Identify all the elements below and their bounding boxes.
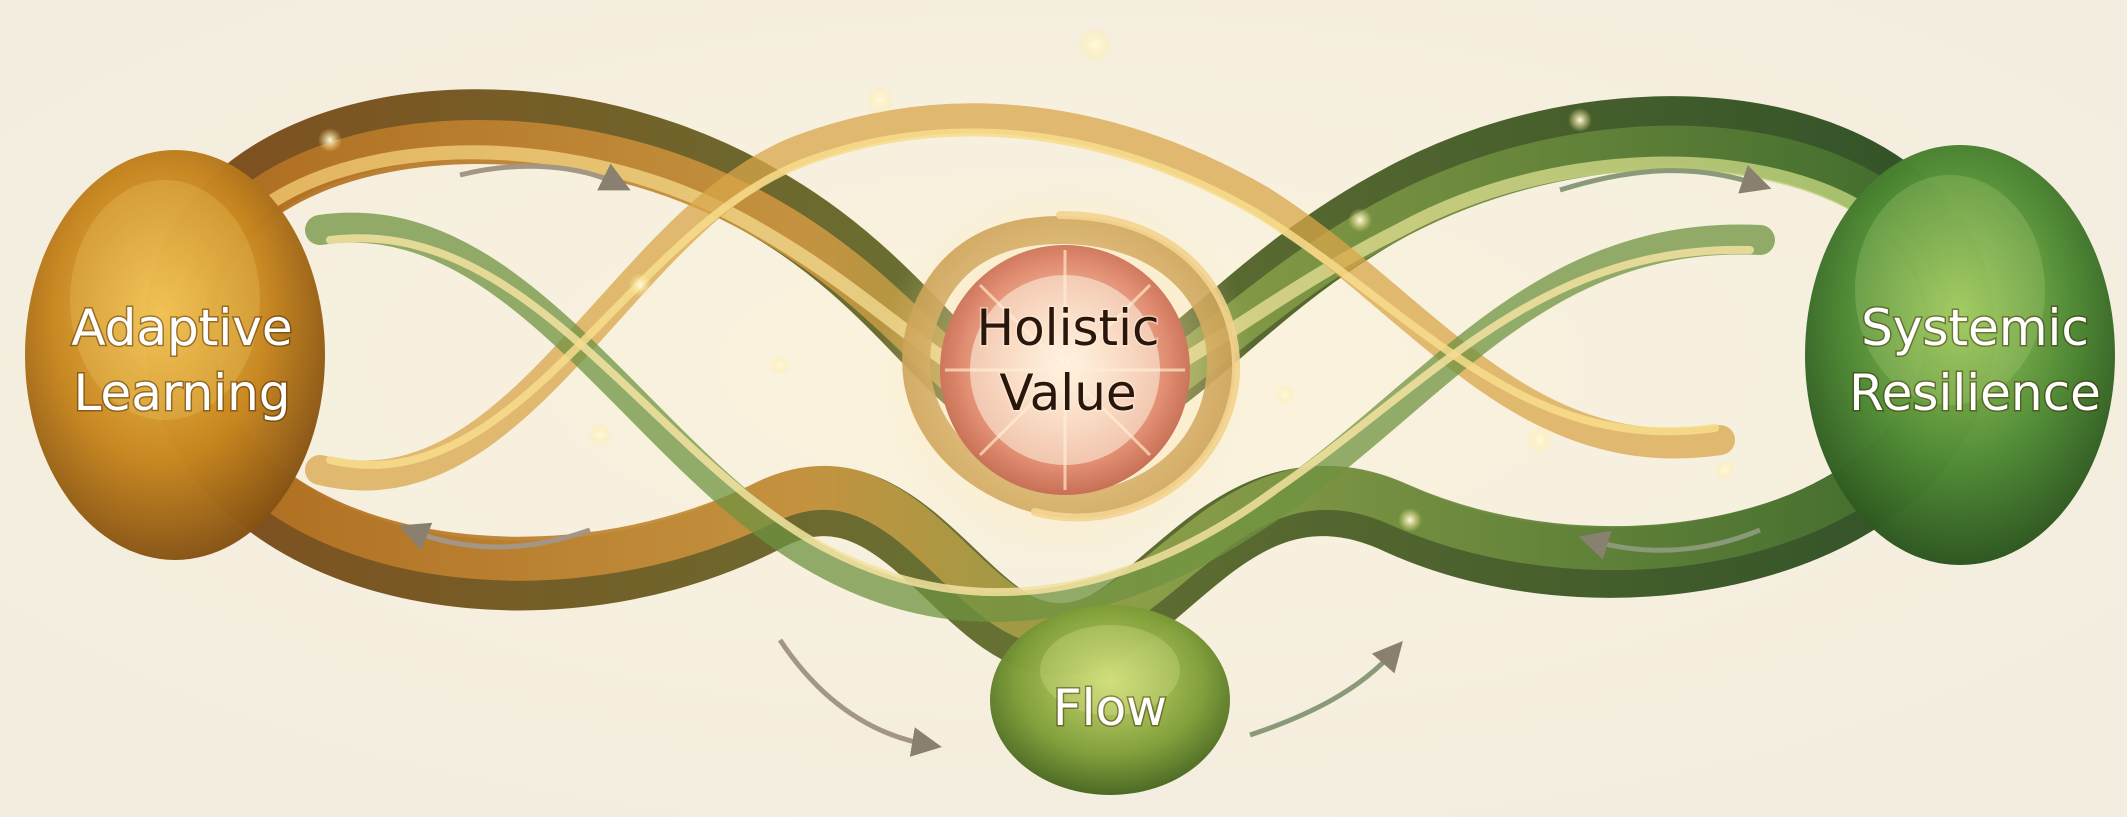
systemic-resilience-label-line2: Resilience	[1849, 364, 2101, 422]
flow-label: Flow	[1053, 679, 1167, 737]
adaptive-learning-label-line2: Learning	[73, 364, 290, 422]
adaptive-learning-label-line1: Adaptive	[71, 299, 292, 357]
holistic-value-label-line2: Value	[999, 364, 1136, 422]
systemic-resilience-label-line1: Systemic	[1861, 299, 2089, 357]
node-adaptive-learning: Adaptive Learning	[25, 150, 325, 560]
holistic-value-label-line1: Holistic	[976, 299, 1159, 357]
node-holistic-value: Holistic Value	[875, 180, 1255, 560]
node-systemic-resilience: Systemic Resilience	[1805, 145, 2115, 565]
node-flow: Flow	[990, 605, 1230, 795]
